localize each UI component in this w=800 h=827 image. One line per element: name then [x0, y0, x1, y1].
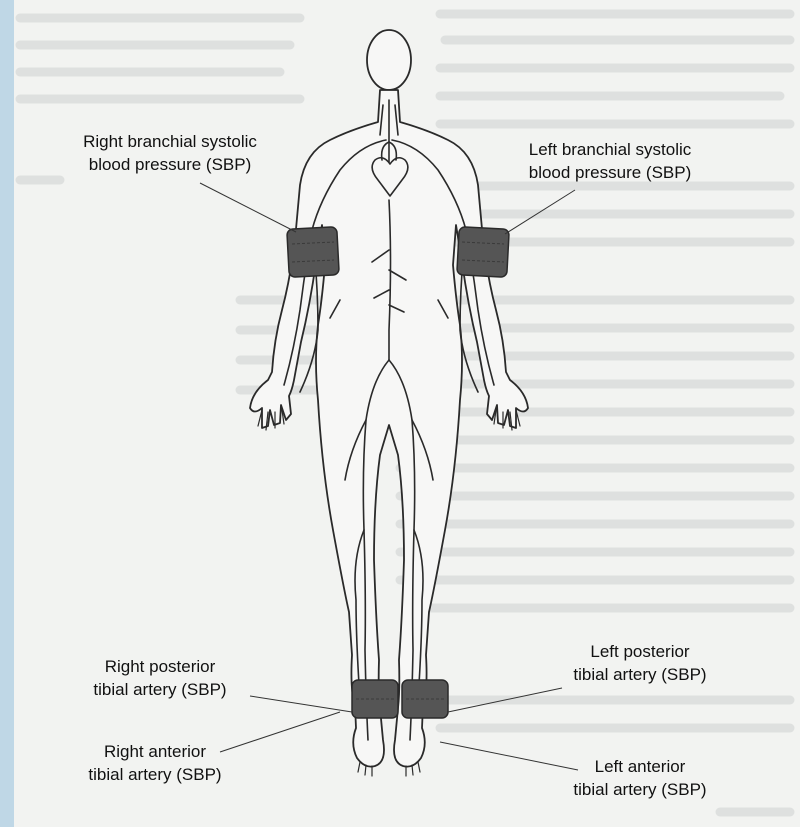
right-brachial-cuff [287, 227, 339, 278]
label-line: tibial artery (SBP) [60, 678, 260, 701]
label-line: Right branchial systolic [70, 130, 270, 153]
label-line: tibial artery (SBP) [545, 663, 735, 686]
right-ankle-cuff [352, 680, 398, 718]
label-line: Left branchial systolic [495, 138, 725, 161]
label-line: Left anterior [545, 755, 735, 778]
label-right-anterior-tibial: Right anterior tibial artery (SBP) [55, 740, 255, 786]
leader-right-brachial [200, 183, 296, 232]
label-left-posterior-tibial: Left posterior tibial artery (SBP) [545, 640, 735, 686]
label-line: Right anterior [55, 740, 255, 763]
label-line: blood pressure (SBP) [495, 161, 725, 184]
label-line: Left posterior [545, 640, 735, 663]
left-brachial-cuff [457, 227, 509, 278]
label-right-brachial-sbp: Right branchial systolic blood pressure … [70, 130, 270, 176]
head-outline [367, 30, 411, 90]
leader-left-brachial [505, 190, 575, 234]
label-line: Right posterior [60, 655, 260, 678]
label-left-brachial-sbp: Left branchial systolic blood pressure (… [495, 138, 725, 184]
label-right-posterior-tibial: Right posterior tibial artery (SBP) [60, 655, 260, 701]
label-line: blood pressure (SBP) [70, 153, 270, 176]
leader-right-posterior-tibial [250, 696, 352, 712]
label-line: tibial artery (SBP) [55, 763, 255, 786]
left-ankle-cuff [402, 680, 448, 718]
leader-left-posterior-tibial [448, 688, 562, 712]
label-left-anterior-tibial: Left anterior tibial artery (SBP) [545, 755, 735, 801]
label-line: tibial artery (SBP) [545, 778, 735, 801]
